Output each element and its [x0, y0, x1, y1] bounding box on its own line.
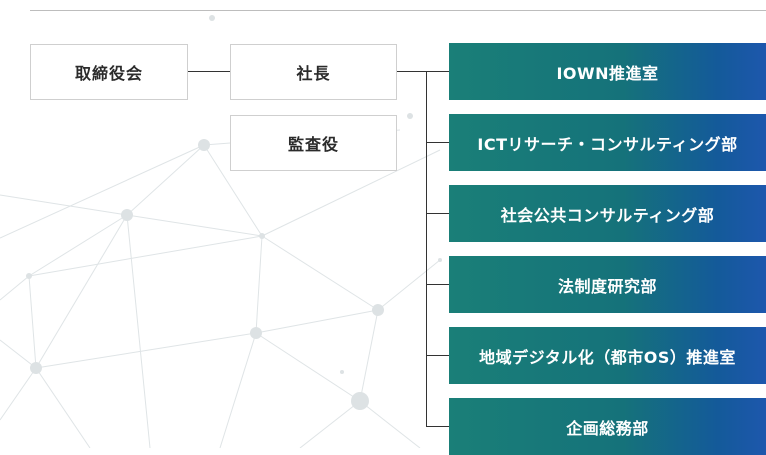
dept-regional-digital: 地域デジタル化（都市OS）推進室	[449, 327, 766, 384]
dept-public-consulting: 社会公共コンサルティング部	[449, 185, 766, 242]
top-rule	[30, 10, 766, 11]
connector-dept-5	[426, 355, 449, 356]
connector-dept-2	[426, 142, 449, 143]
connector-dept-3	[426, 213, 449, 214]
connector-president-trunk	[397, 71, 449, 72]
connector-dept-4	[426, 284, 449, 285]
connector-board-president	[188, 71, 231, 72]
connector-trunk-vertical	[426, 71, 427, 427]
dept-ict-research: ICTリサーチ・コンサルティング部	[449, 114, 766, 171]
board-box: 取締役会	[30, 44, 188, 100]
connector-dept-6	[426, 426, 449, 427]
dept-legal-research: 法制度研究部	[449, 256, 766, 313]
dept-iown: IOWN推進室	[449, 43, 766, 100]
auditor-box: 監査役	[230, 115, 397, 171]
president-box: 社長	[230, 44, 397, 100]
dept-planning-general: 企画総務部	[449, 398, 766, 455]
